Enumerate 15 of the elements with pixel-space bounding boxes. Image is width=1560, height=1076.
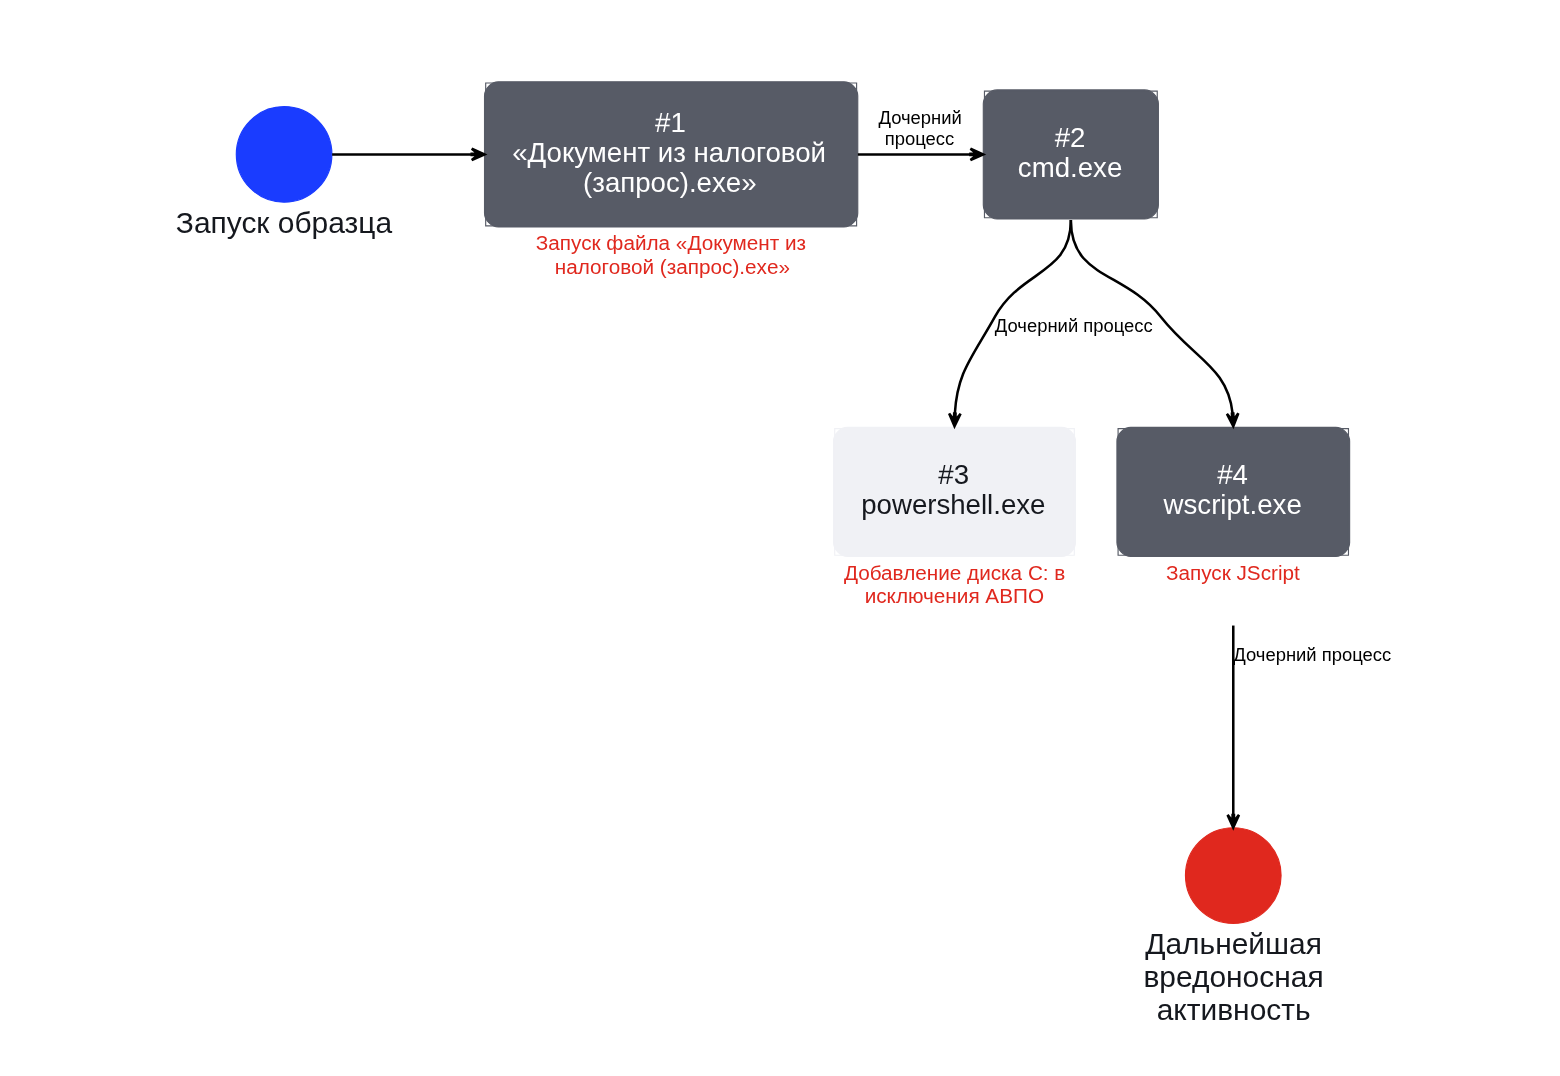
arrow bbox=[1226, 625, 1241, 829]
arrow bbox=[947, 219, 1073, 428]
node-circle bbox=[235, 106, 333, 203]
arrow bbox=[1069, 219, 1240, 428]
edge-label: Дочерний процесс bbox=[878, 107, 962, 149]
arrow bbox=[332, 147, 486, 162]
node-label: Добавление диска C: в исключения АВПО bbox=[843, 560, 1066, 607]
node-circle bbox=[1184, 827, 1282, 924]
node-label: Запуск образца bbox=[175, 205, 393, 239]
arrow bbox=[857, 147, 985, 162]
node-label: Запуск JScript bbox=[1165, 560, 1300, 584]
edge-label: Дочерний процесс bbox=[1233, 644, 1392, 666]
edge-label: Дочерний процесс bbox=[994, 314, 1153, 336]
node-label: Дальнейшая вредоносная активность bbox=[1143, 926, 1324, 1027]
node-label: Запуск файла «Документ из налоговой (запрос).exe» bbox=[535, 231, 807, 278]
